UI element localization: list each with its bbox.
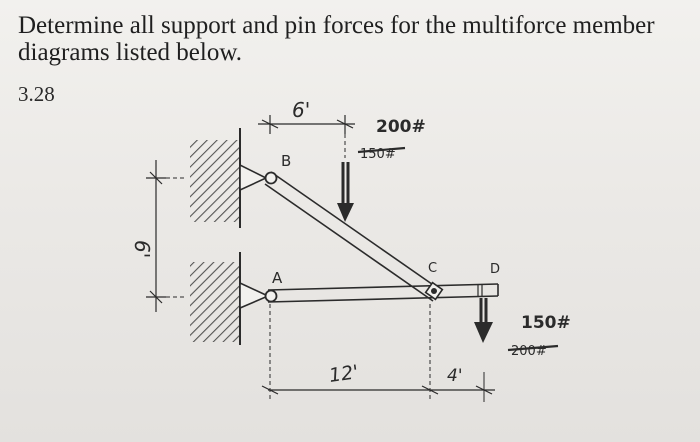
horizontal-member-ad bbox=[267, 283, 499, 303]
upper-wall-support bbox=[190, 128, 241, 228]
label-b: B bbox=[281, 152, 291, 170]
pin-bracket-b bbox=[239, 163, 268, 192]
top-load-strike bbox=[357, 146, 406, 154]
top-load-label: 200# bbox=[376, 117, 426, 137]
lower-wall-support bbox=[190, 252, 241, 345]
pin-c bbox=[424, 281, 444, 301]
pin-a bbox=[264, 289, 278, 303]
label-a: A bbox=[272, 269, 283, 287]
top-load-arrow: 200# 150# bbox=[337, 117, 426, 222]
label-d: D bbox=[490, 262, 500, 277]
vertical-span-label: 6' bbox=[130, 240, 154, 258]
diagonal-member-bc bbox=[264, 171, 440, 302]
problem-number: 3.28 bbox=[18, 82, 55, 106]
problem-prompt: Determine all support and pin forces for… bbox=[18, 12, 655, 66]
right-load-label: 150# bbox=[521, 313, 571, 333]
right-load-arrow: 150# 200# bbox=[474, 298, 571, 359]
pin-b bbox=[264, 171, 278, 185]
pin-bracket-a bbox=[239, 281, 270, 310]
label-c: C bbox=[428, 261, 437, 276]
right-load-strike bbox=[507, 344, 559, 352]
top-span-label: 6' bbox=[292, 98, 310, 122]
top-dimension-6ft: 6' bbox=[258, 98, 355, 158]
vertical-dimension-6ft: 6' bbox=[130, 160, 186, 312]
bottom-span-4ft: 4' bbox=[447, 366, 463, 386]
bottom-span-12ft: 12' bbox=[328, 361, 360, 387]
bottom-dimensions: 12' 4' bbox=[261, 304, 495, 402]
